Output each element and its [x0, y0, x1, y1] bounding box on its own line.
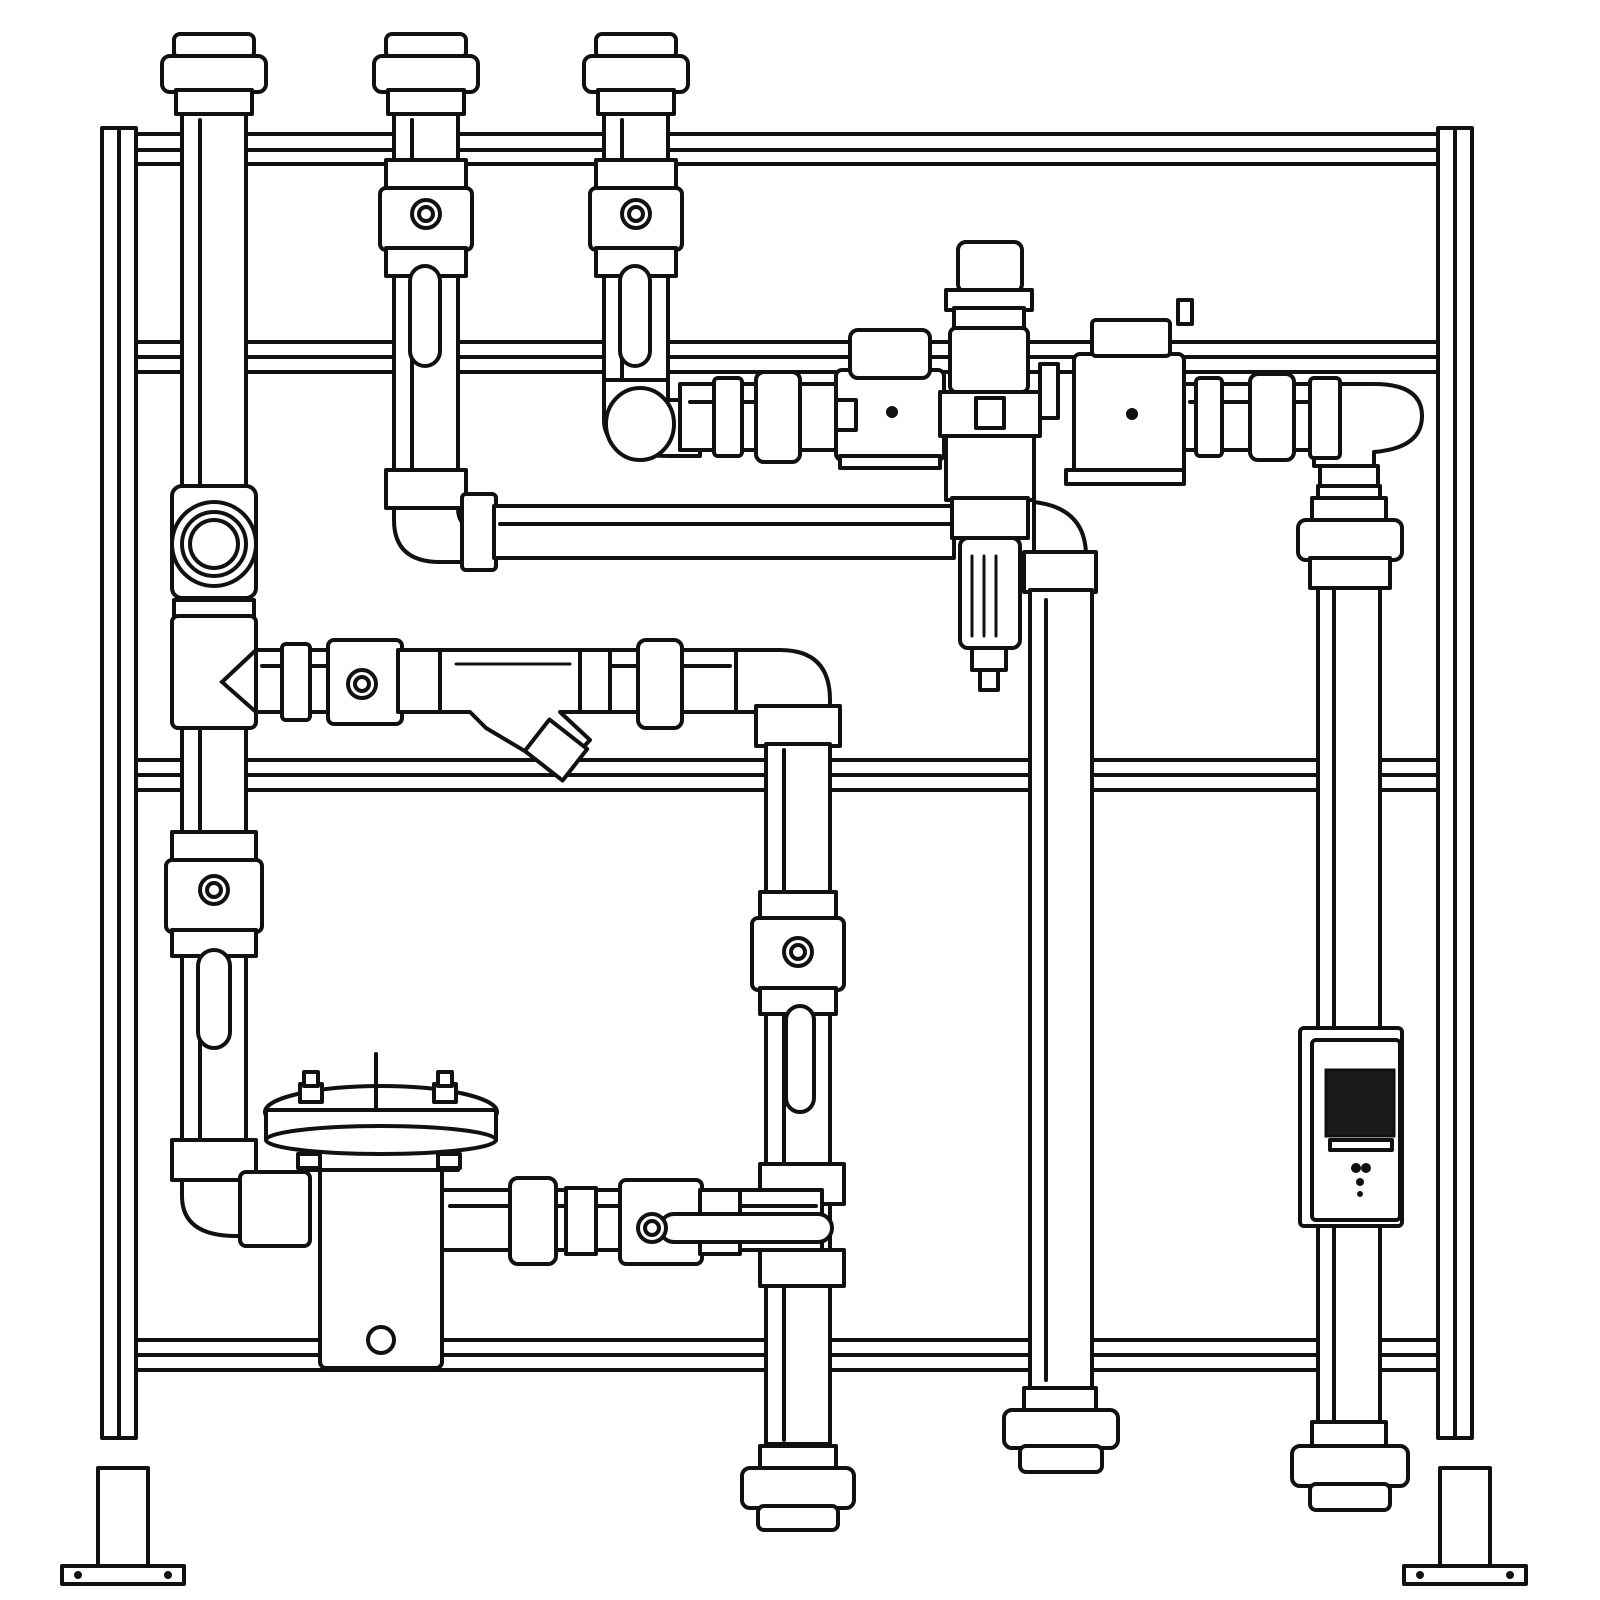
tee-branch-left	[170, 614, 258, 730]
union-nut-top-3	[582, 32, 690, 116]
union-nut-icon	[508, 1176, 598, 1266]
union-nut-icon	[636, 638, 684, 730]
ball-valve-top-2	[378, 158, 474, 368]
gate-valve-handle-icon	[620, 198, 652, 230]
gate-valve-handle-icon	[198, 874, 230, 906]
gate-valve-handle-icon	[636, 1212, 668, 1244]
pressure-regulator-icon	[938, 240, 1042, 692]
frame-foot-left	[60, 1466, 186, 1586]
frame-foot-right	[1402, 1466, 1528, 1586]
elbow-regulator-down	[1022, 500, 1098, 594]
elbow-second-bottom	[384, 468, 498, 572]
union-nut-top-2	[372, 32, 480, 116]
filter-housing	[263, 1052, 499, 1370]
flow-meter-display-icon	[1298, 1026, 1404, 1228]
union-nut-bottom-regulator	[1002, 1386, 1120, 1474]
elbow-bottom-left	[170, 1138, 312, 1248]
elbow-strainer-down	[734, 648, 842, 748]
ball-valve-bottom-horizontal	[618, 1178, 834, 1266]
union-nut-top-1	[160, 32, 268, 116]
pipe-horizontal-mid	[492, 504, 956, 560]
union-nut-right-upper	[1296, 496, 1404, 590]
pipe-regulator-down	[1028, 588, 1094, 1392]
solenoid-valve-block-2	[1038, 298, 1194, 486]
ball-valve-horizontal	[326, 638, 446, 726]
y-strainer-icon	[438, 648, 612, 783]
gate-valve-handle-icon	[346, 668, 378, 700]
filter-bolts	[296, 1070, 462, 1170]
union-nut-bottom-center	[740, 1444, 856, 1532]
union-nut-icon	[754, 370, 838, 464]
gate-valve-handle-icon	[410, 198, 442, 230]
elbow-third-top	[602, 378, 702, 462]
pipe-horizontal-right	[1182, 372, 1316, 462]
pipe-right-vertical	[1316, 484, 1382, 1428]
tee-fitting-left	[170, 484, 258, 622]
union-nut-bottom-right	[1290, 1420, 1410, 1512]
gate-valve-handle-icon	[782, 936, 814, 968]
solenoid-valve-block-1	[834, 328, 946, 470]
elbow-right-top	[1308, 376, 1424, 490]
